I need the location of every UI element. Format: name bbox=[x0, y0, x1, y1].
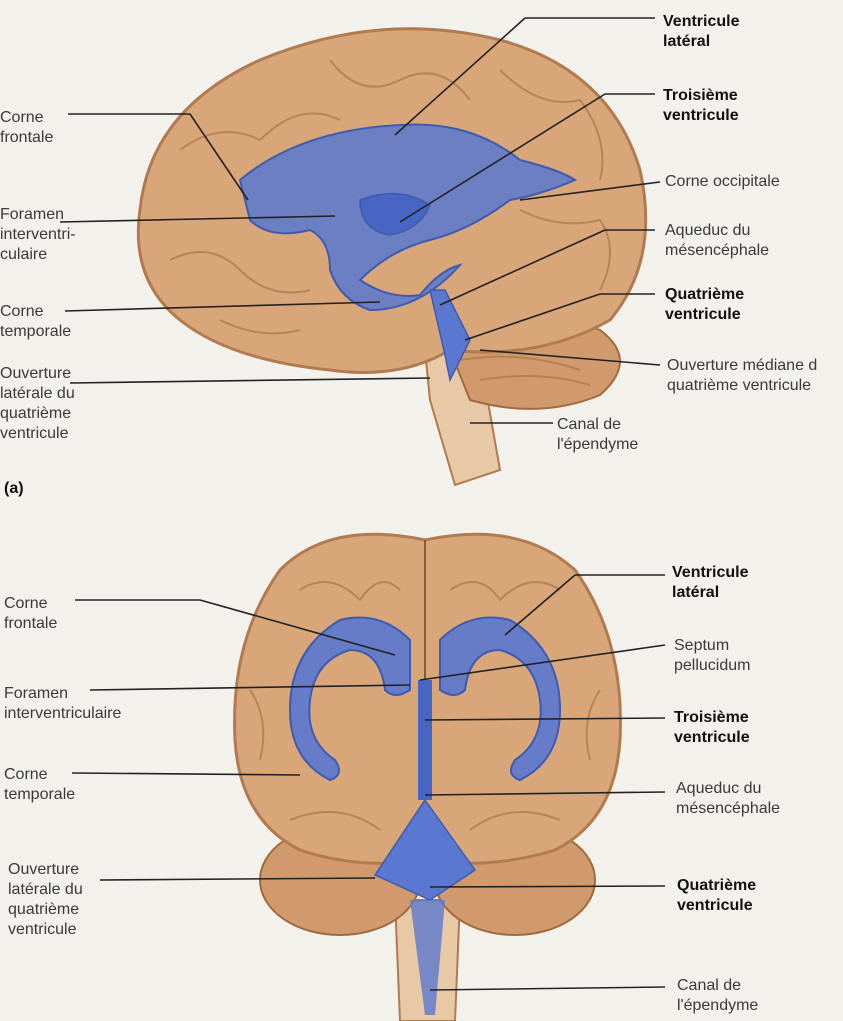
label-b-quatrieme-ventricule: Quatrième ventricule bbox=[677, 877, 757, 914]
label-b-foramen: Foramen interventriculaire bbox=[4, 685, 122, 722]
panel-a-leaders bbox=[59, 17, 661, 424]
label-a-quatrieme-ventricule: Quatrième ventricule bbox=[665, 286, 745, 323]
label-a-corne-occipitale: Corne occipitale bbox=[665, 173, 780, 190]
panel-a-tag: (a) bbox=[4, 480, 24, 497]
label-b-troisieme-ventricule: Troisième ventricule bbox=[674, 709, 750, 746]
label-b-aqueduc: Aqueduc du mésencéphale bbox=[676, 780, 781, 817]
label-a-troisieme-ventricule: Troisième ventricule bbox=[663, 87, 739, 124]
label-a-canal-ependyme: Canal de l'épendyme bbox=[557, 416, 639, 453]
label-a-ventricule-lateral: Ventricule latéral bbox=[663, 13, 740, 50]
label-b-ventricule-lateral: Ventricule latéral bbox=[672, 564, 749, 601]
label-b-corne-frontale: Corne frontale bbox=[4, 595, 58, 632]
label-a-corne-temporale: Corne temporale bbox=[0, 303, 72, 340]
panel-b-leaders bbox=[71, 574, 666, 991]
panel-b-brain bbox=[233, 532, 622, 1021]
label-a-foramen: Foramen interventri- culaire bbox=[0, 206, 76, 263]
label-a-aqueduc: Aqueduc du mésencéphale bbox=[665, 222, 770, 259]
label-a-ouverture-mediane: Ouverture médiane d quatrième ventricule bbox=[667, 357, 818, 394]
label-a-corne-frontale: Corne frontale bbox=[0, 109, 54, 146]
label-b-ouverture-laterale: Ouverture latérale du quatrième ventricu… bbox=[8, 861, 83, 938]
label-a-ouverture-laterale: Ouverture latérale du quatrième ventricu… bbox=[0, 365, 75, 442]
label-b-canal-ependyme: Canal de l'épendyme bbox=[677, 977, 759, 1014]
label-b-septum: Septum pellucidum bbox=[674, 637, 751, 674]
label-b-corne-temporale: Corne temporale bbox=[4, 766, 76, 803]
